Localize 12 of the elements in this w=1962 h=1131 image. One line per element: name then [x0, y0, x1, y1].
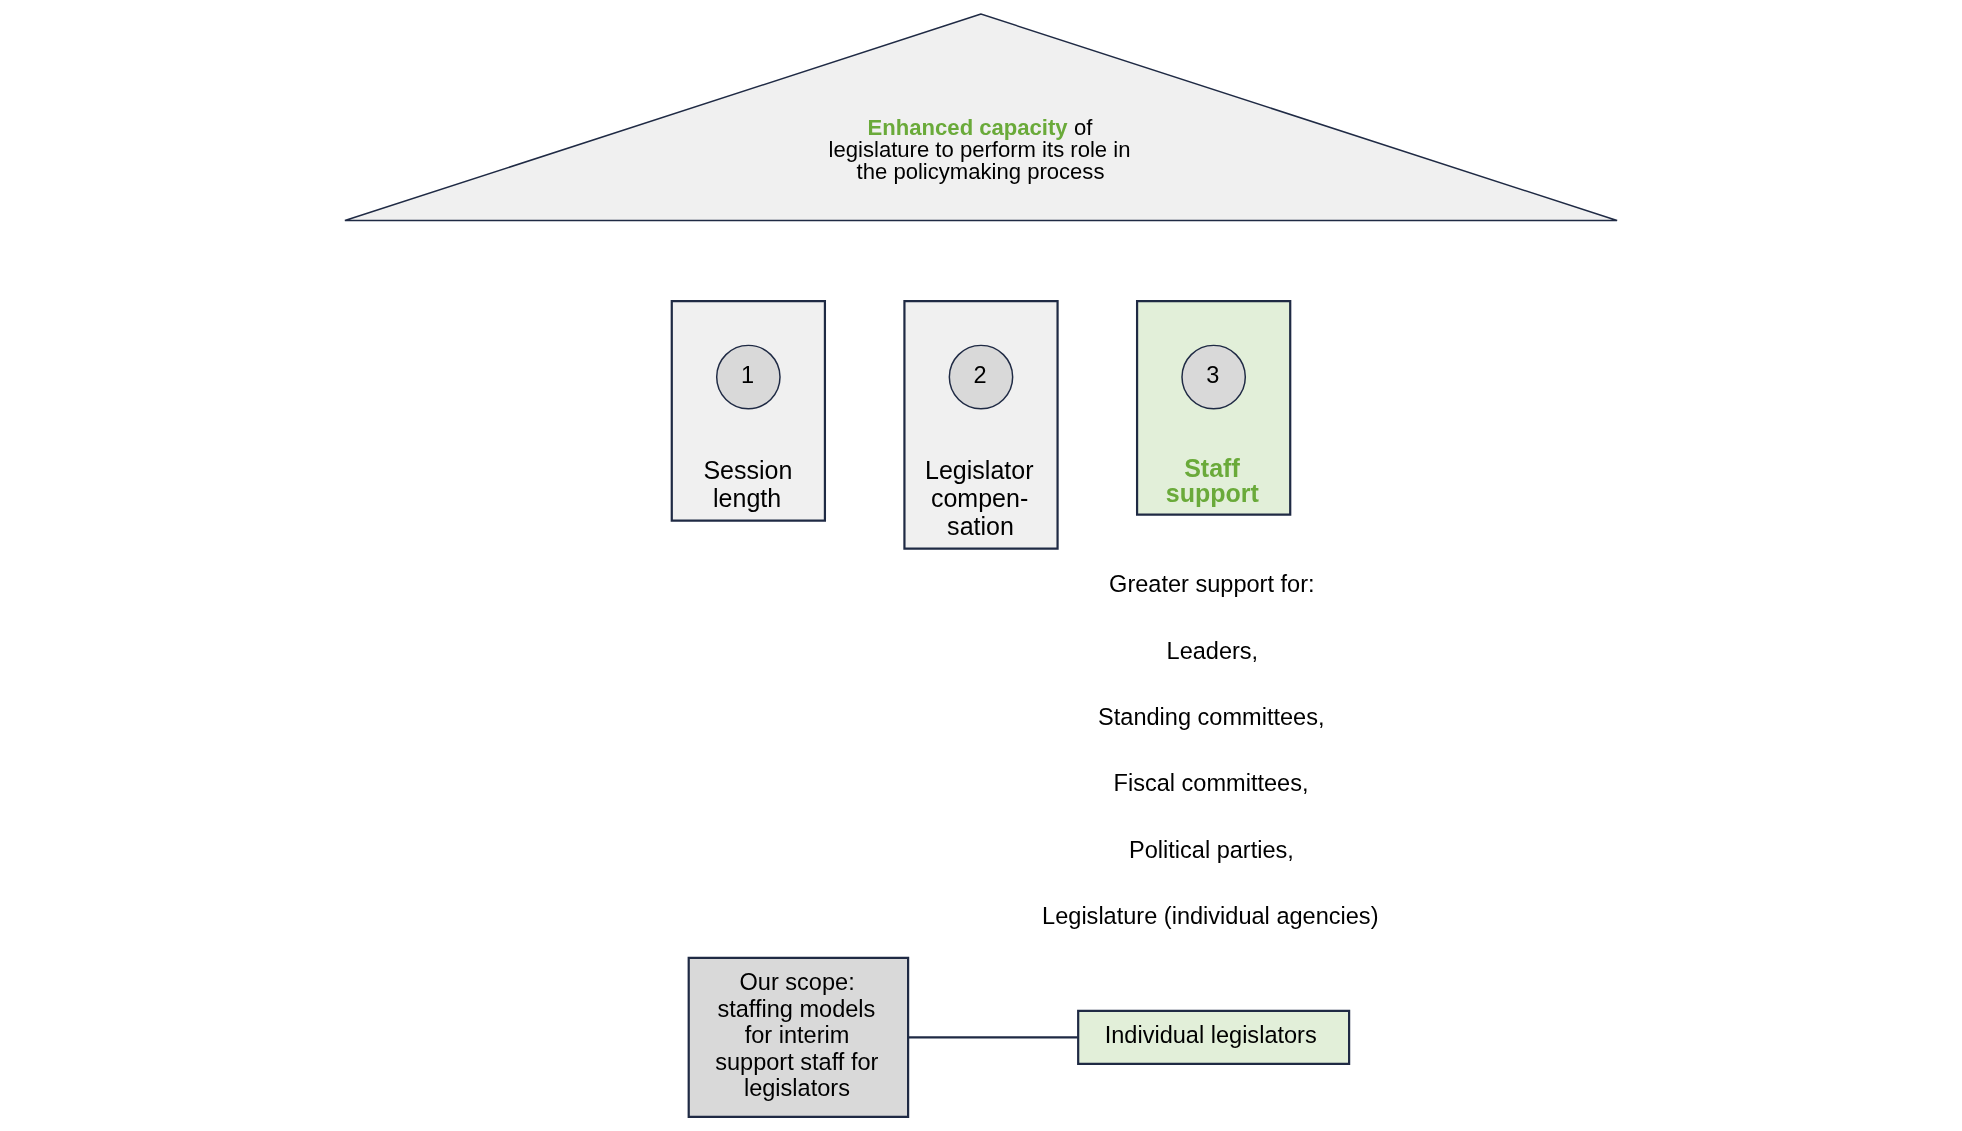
node-circle: 3 [1181, 344, 1247, 410]
label: Fiscal committees, [1113, 770, 1309, 797]
label: Leaders, [1166, 637, 1259, 664]
node-box: Our scope: staffing models for interim support staff for legislators [687, 956, 910, 1119]
label: Political parties, [1128, 836, 1294, 863]
node-box: Individual legislators [1077, 1009, 1351, 1066]
label: Standing committees, [1098, 703, 1325, 730]
connector [908, 1036, 1078, 1039]
node-circle: 1 [715, 344, 781, 410]
label: Greater support for: [1109, 571, 1315, 598]
node-circle: 2 [948, 344, 1014, 410]
label: Legislature (individual agencies) [1042, 902, 1379, 929]
